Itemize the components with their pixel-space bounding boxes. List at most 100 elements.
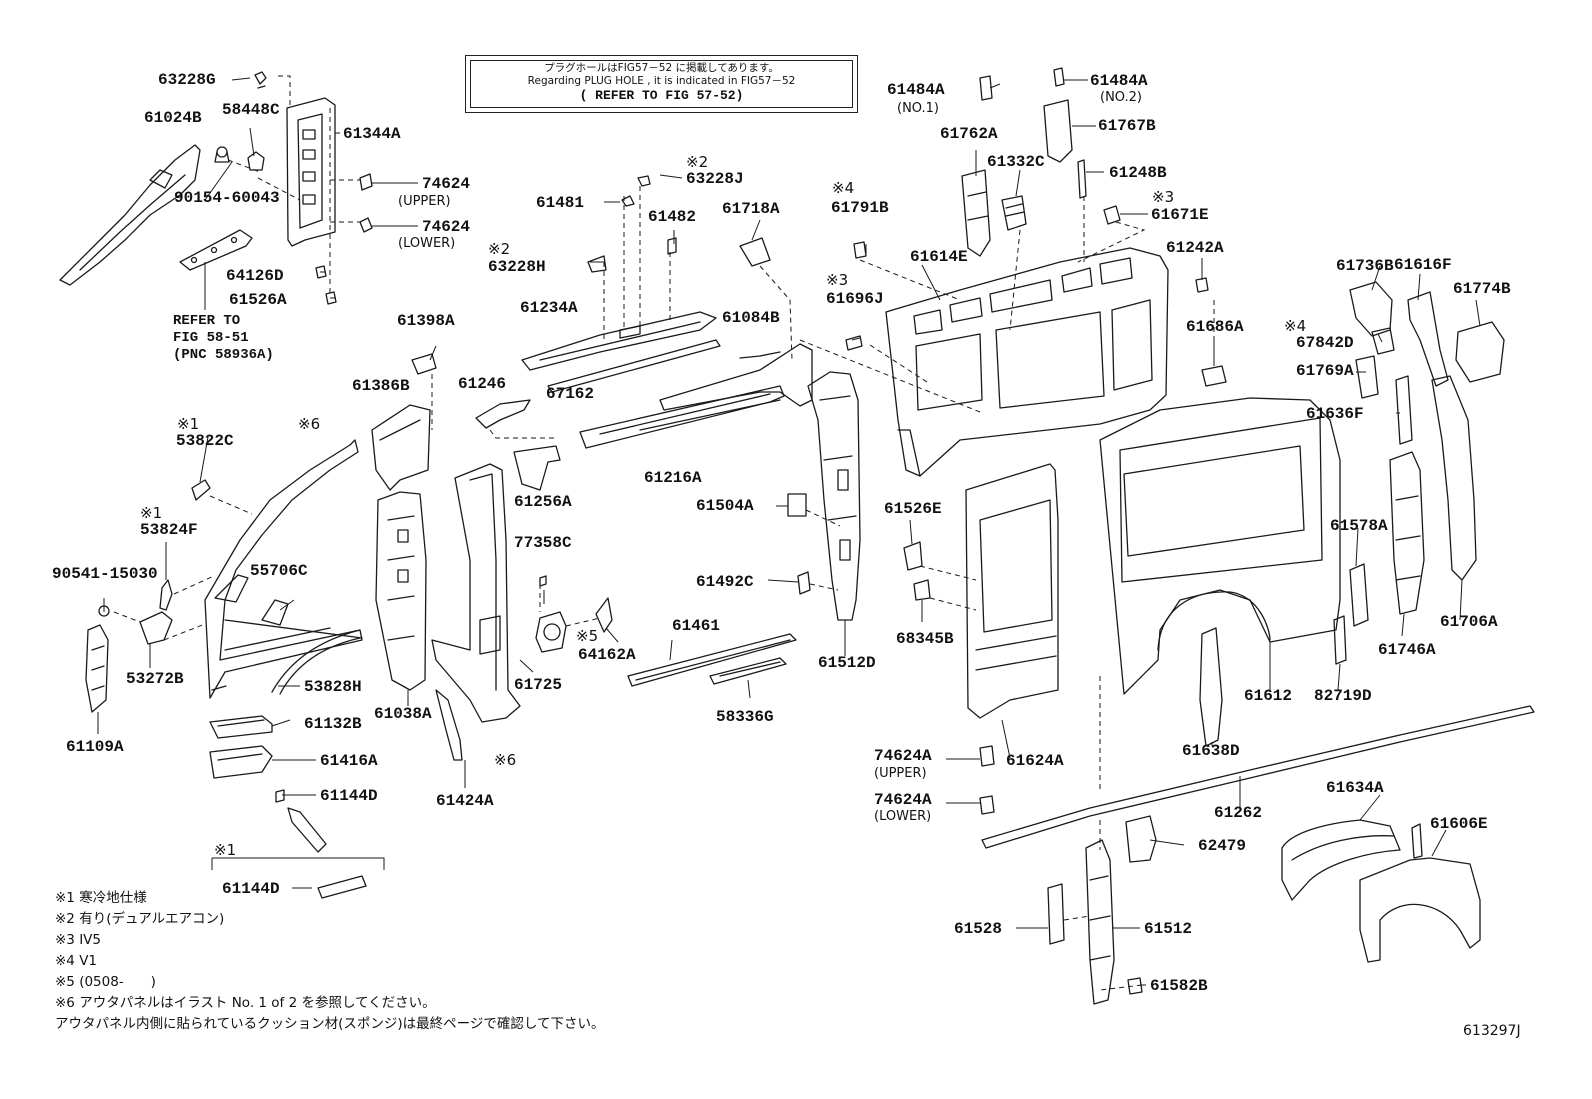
footnote-1: ※1 寒冷地仕様 [55,890,147,906]
footnote-7: アウタパネル内側に貼られているクッション材(スポンジ)は最終ページで確認して下さ… [55,1016,605,1032]
part-label-61512d[interactable]: 61512D [818,654,876,672]
part-label-67162[interactable]: 67162 [546,385,595,403]
part-label-61774b[interactable]: 61774B [1453,280,1511,298]
part-label-61746a[interactable]: 61746A [1378,641,1436,659]
strip-61528 [1047,883,1065,945]
figure-id: 613297J [1463,1023,1521,1039]
part-label-63228g[interactable]: 63228G [158,71,216,89]
part-label-74624a-upper[interactable]: 74624A [874,747,932,765]
part-label-68345b[interactable]: 68345B [896,630,954,648]
part-label-61424a[interactable]: 61424A [436,792,494,810]
part-label-74624-upper[interactable]: 74624 [422,175,471,193]
part-label-58448c[interactable]: 58448C [222,101,280,119]
part-label-61482[interactable]: 61482 [648,208,697,226]
part-label-61612[interactable]: 61612 [1244,687,1293,705]
part-label-61616f[interactable]: 61616F [1394,256,1452,274]
part-label-53822c[interactable]: 53822C [176,432,234,450]
part-label-61024b[interactable]: 61024B [144,109,202,127]
part-label-61526e[interactable]: 61526E [884,500,942,518]
part-label-61262[interactable]: 61262 [1214,804,1263,822]
bracket-61616f [1407,291,1449,387]
part-label-53828h[interactable]: 53828H [304,678,362,696]
part-label-61526a[interactable]: 61526A [229,291,287,309]
wheelhouse-61634a [1281,819,1401,901]
part-label-58336g[interactable]: 58336G [716,708,774,726]
part-label-61109a[interactable]: 61109A [66,738,124,756]
part-label-55706c[interactable]: 55706C [250,562,308,580]
bracket-61767b [1043,67,1073,163]
part-label-74624-lower[interactable]: 74624 [422,218,471,236]
bracket-61696j [845,335,863,351]
part-label-64126d[interactable]: 64126D [226,267,284,285]
part-label-61246[interactable]: 61246 [458,375,507,393]
part-label-53272b[interactable]: 53272B [126,670,184,688]
inner-panel-61614e [885,247,1169,477]
part-label-61686a[interactable]: 61686A [1186,318,1244,336]
part-label-61256a[interactable]: 61256A [514,493,572,511]
part-label-61144d[interactable]: 61144D [320,787,378,805]
part-label-61416a[interactable]: 61416A [320,752,378,770]
clips-61526e-68345b [903,541,931,601]
part-label-61492c[interactable]: 61492C [696,573,754,591]
part-label-61696j[interactable]: 61696J [826,290,884,308]
part-label-61769a[interactable]: 61769A [1296,362,1354,380]
bracket-61769a [1355,355,1379,399]
part-label-63228h[interactable]: 63228H [488,258,546,276]
part-label-61332c[interactable]: 61332C [987,153,1045,171]
part-label-61248b[interactable]: 61248B [1109,164,1167,182]
part-label-61084b[interactable]: 61084B [722,309,780,327]
part-label-61038a[interactable]: 61038A [374,705,432,723]
part-label-61344a[interactable]: 61344A [343,125,401,143]
bracket-61578a [1349,563,1369,627]
part-label-61386b[interactable]: 61386B [352,377,410,395]
part-label-61132b[interactable]: 61132B [304,715,362,733]
part-label-61762a[interactable]: 61762A [940,125,998,143]
part-label-62479[interactable]: 62479 [1198,837,1247,855]
part-label-61484a-no2[interactable]: 61484A [1090,72,1148,90]
part-label-61767b[interactable]: 61767B [1098,117,1156,135]
part-label-61624a[interactable]: 61624A [1006,752,1064,770]
part-label-90154-60043[interactable]: 90154-60043 [174,189,280,207]
part-label-61634a[interactable]: 61634A [1326,779,1384,797]
part-label-63228j[interactable]: 63228J [686,170,744,188]
part-label-61671e[interactable]: 61671E [1151,206,1209,224]
part-label-61578a[interactable]: 61578A [1330,517,1388,535]
mark-4-b: ※4 [1284,317,1307,335]
part-label-61504a[interactable]: 61504A [696,497,754,515]
part-label-53824f[interactable]: 53824F [140,521,198,539]
part-label-90541-15030[interactable]: 90541-15030 [52,565,158,583]
part-label-61582b[interactable]: 61582B [1150,977,1208,995]
part-label-61216a[interactable]: 61216A [644,469,702,487]
mark-2-left: ※2 [488,240,511,258]
part-label-61614e[interactable]: 61614E [910,248,968,266]
notice-box-inner: プラグホールはFIG57－52 に掲載してあります。 Regarding PLU… [470,60,853,108]
mark-1-a: ※1 [177,415,200,433]
part-label-61791b[interactable]: 61791B [831,199,889,217]
clips-top [587,175,677,273]
part-label-61636f[interactable]: 61636F [1306,405,1364,423]
footnotes: ※1 寒冷地仕様 ※2 有り(デュアルエアコン) ※3 IV5 ※4 V1 ※5… [55,888,604,1035]
part-label-61606e[interactable]: 61606E [1430,815,1488,833]
part-label-61461[interactable]: 61461 [672,617,721,635]
part-label-74624a-lower[interactable]: 74624A [874,791,932,809]
footnote-3: ※3 IV5 [55,932,101,948]
part-label-61481[interactable]: 61481 [536,194,585,212]
part-label-61484a-no1[interactable]: 61484A [887,81,945,99]
pillar-61512d [807,371,861,621]
part-label-61706a[interactable]: 61706A [1440,613,1498,631]
part-label-67842d[interactable]: 67842D [1296,334,1354,352]
part-label-61718a[interactable]: 61718A [722,200,780,218]
part-label-61144d-b[interactable]: 61144D [222,880,280,898]
part-label-64162a[interactable]: 64162A [578,646,636,664]
bracket-61718a [739,237,771,267]
part-label-61528[interactable]: 61528 [954,920,1003,938]
part-label-61512[interactable]: 61512 [1144,920,1193,938]
part-label-61398a[interactable]: 61398A [397,312,455,330]
part-label-61234a[interactable]: 61234A [520,299,578,317]
part-label-61242a[interactable]: 61242A [1166,239,1224,257]
part-label-61638d[interactable]: 61638D [1182,742,1240,760]
part-label-77358c[interactable]: 77358C [514,534,572,552]
part-label-61736b[interactable]: 61736B [1336,257,1394,275]
part-label-61725[interactable]: 61725 [514,676,563,694]
part-label-82719d[interactable]: 82719D [1314,687,1372,705]
